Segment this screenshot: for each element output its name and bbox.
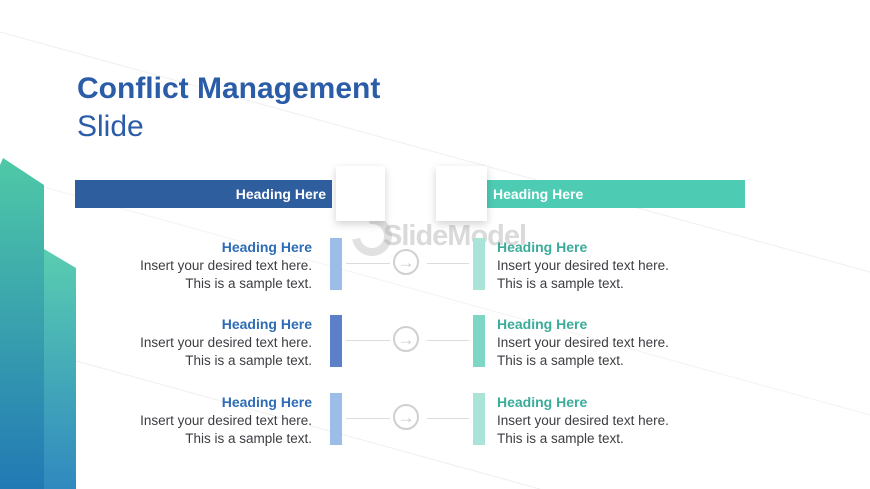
watermark-text: SlideModel [383, 220, 527, 252]
row-heading: Heading Here [497, 239, 588, 255]
right-text-block: Heading Here Insert your desired text he… [497, 393, 672, 447]
comparison-row: Heading Here Insert your desired text he… [0, 393, 870, 449]
placeholder-square-left [336, 166, 385, 221]
row-body-text: Insert your desired text here. This is a… [140, 258, 312, 291]
right-arrow-icon: → [393, 326, 419, 352]
left-accent-bar [330, 315, 342, 367]
right-arrow-icon: → [393, 249, 419, 275]
connector-line [427, 418, 469, 419]
row-body-text: Insert your desired text here. This is a… [497, 335, 669, 368]
row-body-text: Insert your desired text here. This is a… [140, 335, 312, 368]
connector-line [427, 340, 469, 341]
right-accent-bar [473, 393, 485, 445]
left-accent-bar [330, 238, 342, 290]
right-column-header-bar: Heading Here [480, 180, 745, 208]
right-arrow-icon: → [393, 404, 419, 430]
right-text-block: Heading Here Insert your desired text he… [497, 315, 672, 369]
right-accent-bar [473, 315, 485, 367]
connector-line [346, 263, 390, 264]
right-accent-bar [473, 238, 485, 290]
connector-line [427, 263, 469, 264]
left-text-block: Heading Here Insert your desired text he… [137, 238, 312, 292]
left-accent-bar [330, 393, 342, 445]
left-text-block: Heading Here Insert your desired text he… [137, 393, 312, 447]
row-body-text: Insert your desired text here. This is a… [497, 413, 669, 446]
row-body-text: Insert your desired text here. This is a… [140, 413, 312, 446]
corner-gradient-shape-front [0, 158, 44, 489]
slide-subtitle: Slide [77, 110, 144, 143]
row-heading: Heading Here [221, 239, 312, 255]
connector-line [346, 418, 390, 419]
row-heading: Heading Here [221, 316, 312, 332]
right-text-block: Heading Here Insert your desired text he… [497, 238, 672, 292]
left-text-block: Heading Here Insert your desired text he… [137, 315, 312, 369]
slide-title: Conflict Management [77, 72, 381, 105]
row-heading: Heading Here [221, 394, 312, 410]
comparison-row: Heading Here Insert your desired text he… [0, 315, 870, 371]
comparison-row: Heading Here Insert your desired text he… [0, 238, 870, 294]
title-block: Conflict Management Slide [77, 70, 380, 146]
connector-line [346, 340, 390, 341]
placeholder-square-right [436, 166, 487, 221]
row-heading: Heading Here [497, 316, 588, 332]
left-column-header-bar: Heading Here [75, 180, 332, 208]
row-heading: Heading Here [497, 394, 588, 410]
row-body-text: Insert your desired text here. This is a… [497, 258, 669, 291]
